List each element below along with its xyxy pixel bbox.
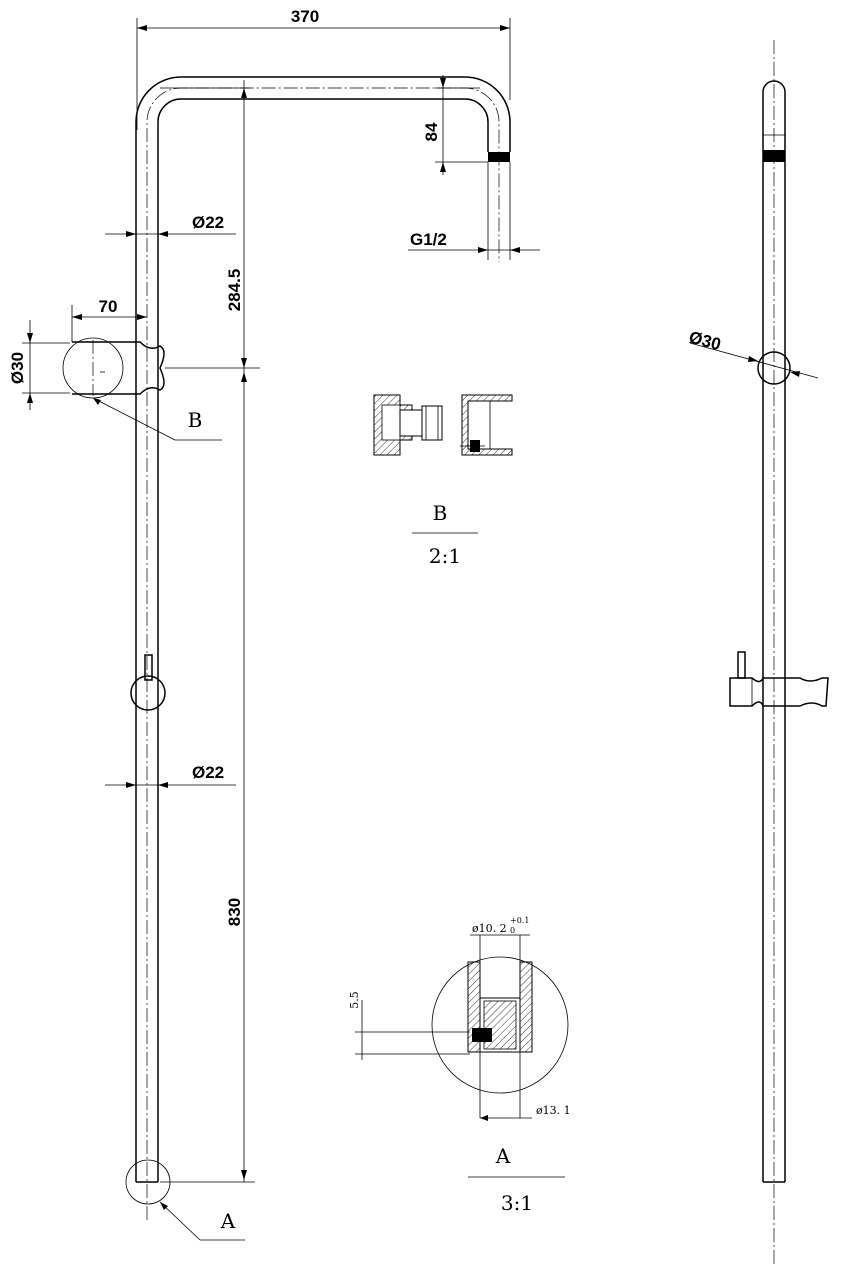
detail-b-callout: B [188, 408, 203, 432]
thread-connector [488, 152, 510, 162]
side-holder [757, 351, 791, 385]
dim-lower-pipe-dia: Ø22 [192, 763, 224, 782]
detail-a-scale: 3:1 [501, 1191, 533, 1215]
detail-a-view: ø10. 2 +0.1 0 5.5 ø13. 1 A 3:1 [348, 916, 571, 1215]
riser-pipe-outer [135, 76, 511, 1182]
slider-clamp [729, 677, 829, 707]
detail-a-outer-dia: ø13. 1 [536, 1104, 571, 1117]
diverter-lever-side [737, 651, 746, 679]
dim-upper-length: 284.5 [225, 269, 244, 312]
detail-a-circle [125, 1159, 171, 1205]
front-view: 370 84 G1/2 Ø22 284.5 [8, 7, 540, 1241]
detail-a-bore-dia: ø10. 2 [472, 922, 507, 935]
detail-a-bore-tol-sub: 0 [510, 926, 515, 935]
dim-holder-dia: Ø30 [8, 352, 27, 384]
detail-a-label: A [495, 1144, 511, 1168]
shower-holder [72, 341, 165, 395]
detail-a-callout: A [220, 1209, 236, 1233]
detail-a-height: 5.5 [348, 991, 361, 1009]
detail-a-bore-tol-sup: +0.1 [510, 916, 529, 925]
detail-b-scale: 2:1 [429, 544, 461, 568]
diverter-lever [144, 654, 153, 681]
dim-thread: G1/2 [410, 230, 447, 249]
dim-lower-length: 830 [225, 898, 244, 926]
detail-b-view: B 2:1 [373, 394, 513, 568]
dim-side-dia: Ø30 [687, 328, 723, 355]
riser-pipe-inner [157, 98, 489, 1182]
diverter-knob [130, 675, 166, 711]
dim-upper-pipe-dia: Ø22 [192, 213, 224, 232]
detail-b-label: B [433, 501, 448, 525]
dim-holder-offset: 70 [99, 297, 118, 316]
dim-top-width: 370 [291, 7, 319, 26]
side-view: Ø30 [687, 40, 829, 1265]
dim-arm-drop: 84 [422, 122, 441, 141]
